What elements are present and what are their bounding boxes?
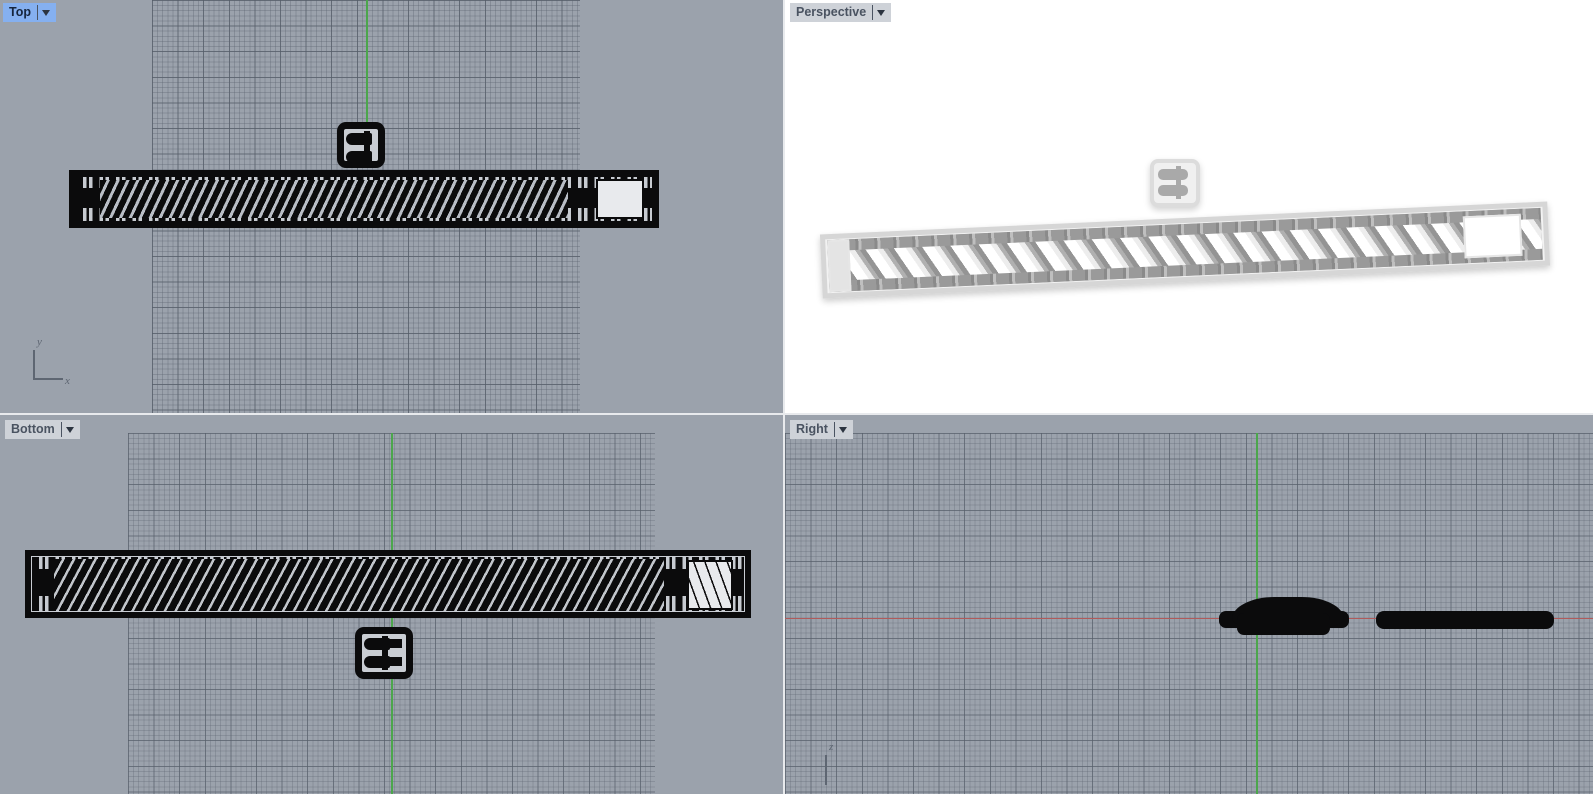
viewport-perspective[interactable]: Perspective (785, 0, 1593, 413)
bracelet-link-mass (100, 180, 568, 218)
bracelet-end-cap-shaded (1462, 213, 1523, 259)
gizmo-label-z: z (829, 741, 834, 753)
viewport-right[interactable]: z Right (785, 415, 1593, 794)
gizmo-label-x: x (65, 375, 70, 387)
model-clasp-top-view[interactable] (337, 122, 385, 168)
bracelet-start-cap-shaded (827, 239, 852, 293)
model-bracelet-perspective[interactable] (819, 201, 1551, 299)
viewport-title-top[interactable]: Top (3, 3, 56, 22)
viewport-title-label: Right (796, 422, 828, 436)
axis-gizmo-right: z (825, 741, 855, 785)
viewport-separator-vertical[interactable] (783, 0, 785, 794)
viewport-bottom[interactable]: Bottom (0, 415, 783, 794)
bracelet-chain-wireframe (76, 177, 652, 221)
viewport-title-label: Top (9, 5, 31, 19)
clasp-center-bar (364, 131, 370, 165)
model-bracelet-top-view[interactable] (69, 170, 659, 228)
clasp-center-bar (382, 636, 388, 670)
gizmo-axis-vertical (825, 755, 827, 785)
title-divider (833, 422, 835, 437)
title-divider (872, 5, 874, 20)
title-divider (36, 5, 38, 20)
clasp-hook-lower-shaded (1158, 185, 1188, 196)
viewport-top[interactable]: y x Top (0, 0, 783, 413)
gizmo-label-y: y (37, 336, 42, 348)
viewport-title-bottom[interactable]: Bottom (5, 420, 80, 439)
chevron-down-icon[interactable] (838, 426, 847, 433)
model-bracelet-bottom-view[interactable] (25, 550, 751, 618)
title-divider (60, 422, 62, 437)
chevron-down-icon[interactable] (41, 9, 50, 16)
clasp-tongue-lower (384, 657, 402, 666)
chevron-down-icon[interactable] (65, 426, 74, 433)
chevron-down-icon[interactable] (877, 9, 886, 16)
viewport-separator-horizontal[interactable] (0, 413, 1593, 415)
axis-gizmo-top: y x (33, 336, 79, 387)
gizmo-axis-vertical (33, 350, 35, 380)
bracelet-end-cap (596, 179, 644, 219)
viewport-title-perspective[interactable]: Perspective (790, 3, 892, 22)
bracelet-chain-wireframe (32, 557, 744, 611)
viewport-title-label: Perspective (796, 5, 867, 19)
viewport-title-right[interactable]: Right (790, 420, 853, 439)
clasp-center-bar-shaded (1176, 166, 1181, 199)
viewport-title-label: Bottom (11, 422, 55, 436)
bracelet-end-cap (687, 560, 733, 610)
bracelet-link-mass (54, 559, 664, 611)
model-clasp-perspective[interactable] (1150, 159, 1200, 207)
model-bracelet-side-profile-right[interactable] (1376, 611, 1554, 629)
axis-line-red-right (785, 618, 1593, 619)
clasp-tongue-upper (384, 639, 402, 648)
axis-line-green-top (366, 0, 368, 128)
model-bracelet-side-profile-base[interactable] (1237, 613, 1330, 635)
model-clasp-bottom-view[interactable] (355, 627, 413, 679)
clasp-hook-upper-shaded (1158, 169, 1188, 180)
gizmo-axis-horizontal (33, 378, 63, 380)
